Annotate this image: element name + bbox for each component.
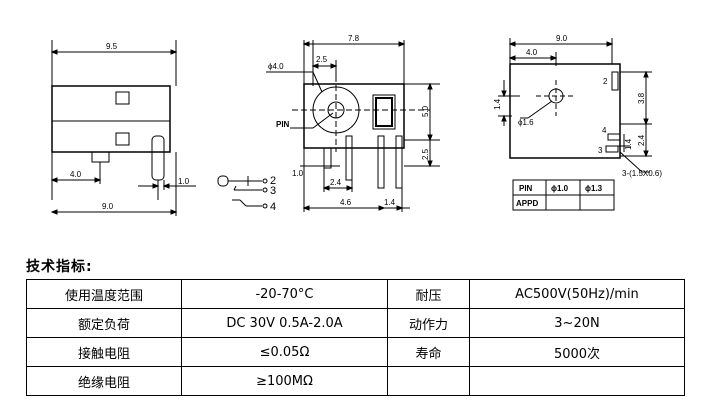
front-dim-2-5-right: 2.5 (421, 148, 430, 160)
spec-empty-cell (387, 366, 470, 396)
side-width-bottom: 9.0 (102, 202, 114, 211)
spec-label-temperature: 使用温度范围 (26, 279, 182, 309)
spec-label-contact-resistance: 接触电阻 (26, 337, 182, 367)
spec-label-insulation: 绝缘电阻 (26, 366, 182, 396)
front-pin-label: PIN (276, 120, 290, 129)
schematic-pin2: 2 (270, 175, 276, 187)
table-row: 使用温度范围 -20-70°C 耐压 AC500V(50Hz)/min (26, 279, 685, 309)
front-width: 7.8 (348, 34, 360, 43)
front-dim-4-6: 4.6 (340, 198, 352, 207)
schematic-pin4: 4 (270, 201, 276, 213)
front-dim-1-4: 1.4 (384, 198, 396, 207)
spec-label-voltage: 耐压 (387, 279, 470, 309)
spec-label-life: 寿命 (387, 337, 470, 367)
spec-value-contact-resistance: ≤0.05Ω (181, 337, 388, 367)
spec-value-force: 3~20N (469, 308, 685, 338)
spec-value-voltage: AC500V(50Hz)/min (469, 279, 685, 309)
spec-value-insulation: ≥100MΩ (181, 366, 388, 396)
spec-table: 使用温度范围 -20-70°C 耐压 AC500V(50Hz)/min 额定负荷… (26, 279, 685, 396)
spec-value-temperature: -20-70°C (181, 279, 388, 309)
front-phi-label: ϕ4.0 (268, 62, 284, 71)
table-row: 绝缘电阻 ≥100MΩ (26, 366, 685, 396)
bottom-view (498, 38, 652, 173)
front-dim-2-4: 2.4 (330, 178, 342, 187)
side-width-top: 9.5 (106, 42, 118, 51)
bottom-pin4: 4 (602, 126, 607, 135)
front-dim-2-5-top: 2.5 (316, 55, 328, 64)
front-dim-1-0: 1.0 (292, 169, 304, 178)
pin-table-header-phi1: ϕ1.0 (551, 184, 569, 193)
schematic-pin3: 3 (270, 185, 276, 197)
side-view (50, 40, 196, 216)
section-title: 技术指标: (26, 259, 93, 275)
bottom-phi-1-6: ϕ1.6 (518, 118, 534, 127)
spec-label-force: 动作力 (387, 308, 470, 338)
bottom-dim-3-8: 3.8 (637, 92, 646, 104)
pin-table-header-pin: PIN (519, 184, 533, 193)
jack-schematic (217, 175, 268, 209)
spec-value-life: 5000次 (469, 337, 685, 367)
spec-value-rated-load: DC 30V 0.5A-2.0A (181, 308, 388, 338)
bottom-dim-2-4: 2.4 (637, 134, 646, 146)
bottom-dim-4-0: 4.0 (526, 48, 538, 57)
table-row: 额定负荷 DC 30V 0.5A-2.0A 动作力 3~20N (26, 308, 685, 338)
bottom-pin3: 3 (598, 146, 603, 155)
side-dim-a: 4.0 (70, 170, 82, 179)
spec-empty-cell (469, 366, 685, 396)
front-height-5-0: 5.0 (421, 105, 430, 117)
bottom-slot-label: 3-(1.5X0.6) (622, 169, 662, 178)
side-dim-b: 1.0 (178, 177, 190, 186)
pin-table-appd: APPD (516, 199, 538, 208)
table-row: 接触电阻 ≤0.05Ω 寿命 5000次 (26, 337, 685, 367)
bottom-pin2: 2 (603, 77, 608, 86)
technical-drawing: 9.5 4.0 1.0 9.0 7.8 2.5 ϕ4.0 PIN 5.0 2.5… (50, 34, 662, 216)
bottom-dim-1-4: 1.4 (624, 138, 633, 150)
bottom-width: 9.0 (556, 34, 568, 43)
pin-table-header-phi2: ϕ1.3 (585, 184, 603, 193)
pin-size-table (512, 179, 615, 211)
bottom-dim-1-4-left: 1.4 (493, 98, 502, 110)
spec-label-rated-load: 额定负荷 (26, 308, 182, 338)
front-view (266, 40, 440, 212)
